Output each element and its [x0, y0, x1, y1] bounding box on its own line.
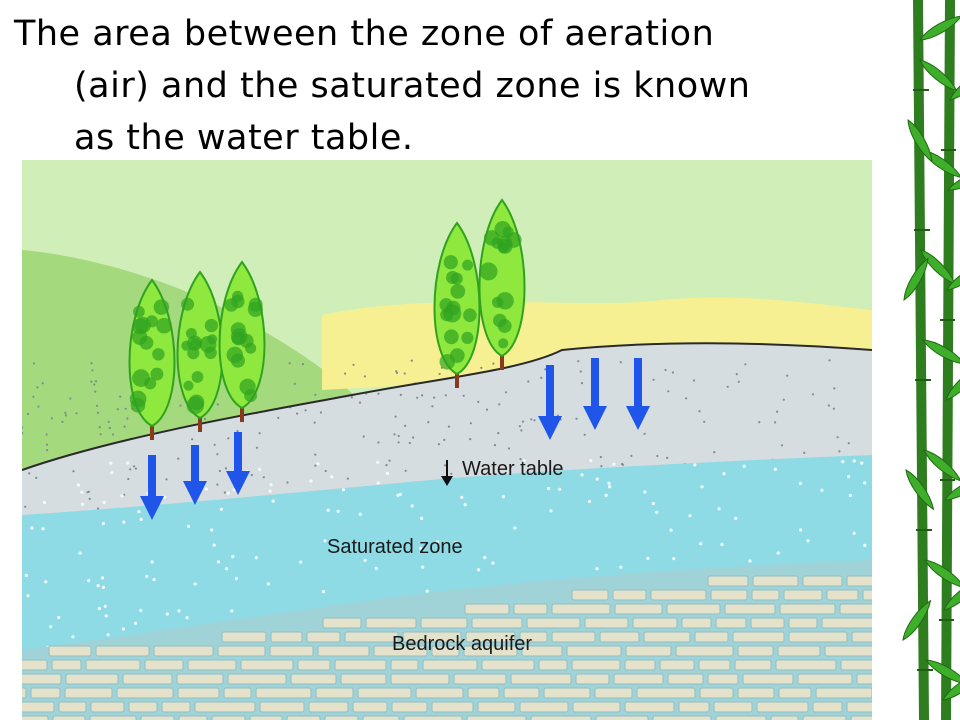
down-arrow-icon — [626, 358, 650, 430]
tree-icon — [433, 221, 481, 388]
water-table-label: Water table — [462, 458, 564, 480]
water-table-marker — [441, 460, 453, 486]
down-arrow-icon — [538, 365, 562, 440]
down-arrow-icon — [226, 432, 250, 495]
tree-icon — [218, 260, 266, 422]
down-arrow-icon — [583, 358, 607, 430]
groundwater-diagram: Water table Saturated zone Bedrock aquif… — [22, 160, 872, 720]
title-line-2: (air) and the saturated zone is known — [74, 66, 751, 106]
tree-icon — [478, 198, 526, 370]
title-line-1: The area between the zone of aeration — [14, 14, 715, 54]
title-line-3: as the water table. — [74, 118, 414, 158]
bedrock-aquifer-label: Bedrock aquifer — [392, 633, 532, 655]
tree-icon — [176, 270, 224, 432]
slide-title: The area between the zone of aeration (a… — [14, 8, 854, 164]
down-arrow-icon — [140, 455, 164, 520]
tree-icon — [128, 278, 176, 440]
saturated-zone-label: Saturated zone — [327, 536, 463, 558]
down-arrow-icon — [183, 445, 207, 505]
